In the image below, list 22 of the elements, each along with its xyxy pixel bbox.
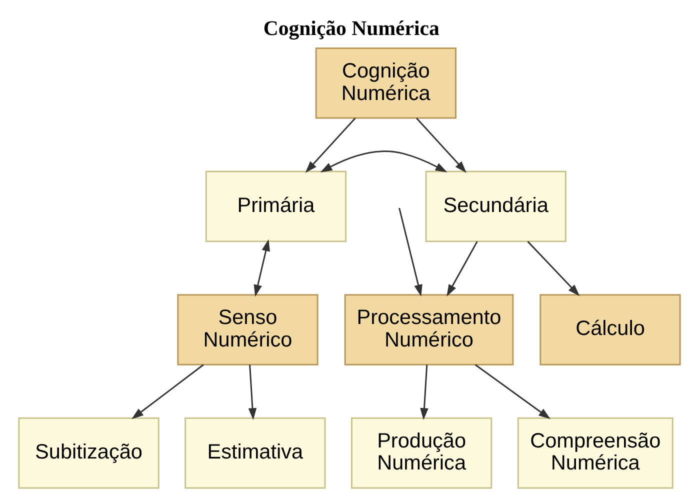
arrow <box>254 239 270 297</box>
arrow <box>527 240 580 296</box>
arrow <box>420 364 428 420</box>
arrow <box>416 118 467 173</box>
arrow <box>248 364 257 420</box>
node-box: Compreensão Numérica <box>517 417 674 489</box>
arrow <box>305 118 356 173</box>
arrow <box>474 364 551 420</box>
node-box: Subitização <box>18 417 160 489</box>
arrow <box>320 150 448 172</box>
node-box: Produção Numérica <box>350 417 492 489</box>
arrow <box>398 208 422 297</box>
node-box: Estimativa <box>184 417 326 489</box>
node-box: Primária <box>205 170 347 242</box>
node-box: Cálculo <box>540 294 681 366</box>
arrow <box>132 364 204 420</box>
node-box: Cognição Numérica <box>315 47 456 119</box>
node-box: Senso Numérico <box>177 294 318 366</box>
node-box: Secundária <box>425 170 566 242</box>
arrow <box>446 241 478 296</box>
diagram-title: Cognição Numérica <box>263 17 440 40</box>
node-box: Processamento Numérico <box>344 294 514 366</box>
